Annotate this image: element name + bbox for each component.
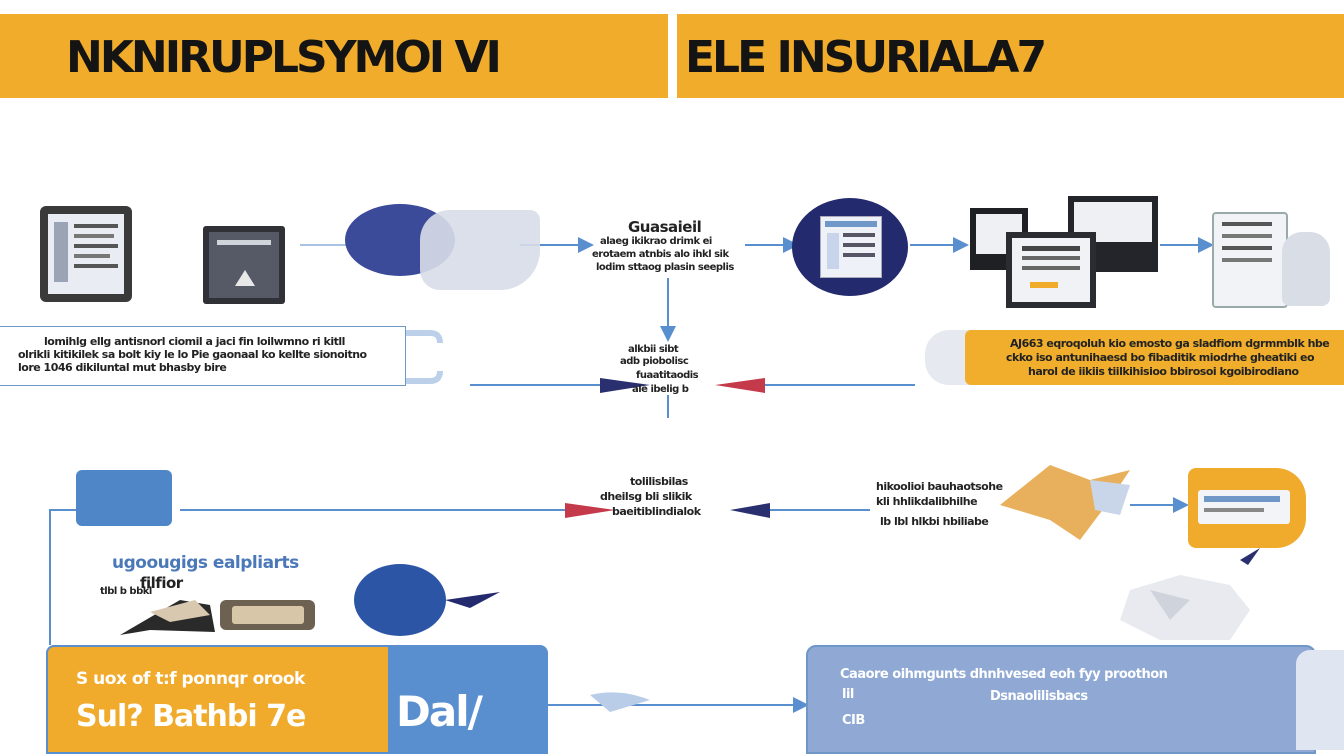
center-mid-line: adb piobolisc <box>620 356 689 367</box>
mid-left-sub2: tlbl b bbkl <box>100 586 152 597</box>
bottom-left-side: Dal/ <box>396 687 483 736</box>
connector-arrowhead <box>565 503 615 518</box>
bottom-right-line3: Dsnaolilisbacs <box>990 689 1088 704</box>
right-lower-line: hikoolioi bauhaotsohe <box>876 480 1003 493</box>
connector-swoosh <box>590 692 650 712</box>
right-panel-line: harol de iikiis tiilkihisioo bbirosoi kg… <box>1028 365 1299 378</box>
tray-shape <box>232 606 304 624</box>
panel-bracket <box>405 330 443 344</box>
machine-icon <box>420 210 540 290</box>
origami-shape <box>1090 480 1130 515</box>
center-top-title: Guasaieil <box>628 218 702 236</box>
process-box <box>76 470 172 526</box>
connector-loop <box>49 509 76 645</box>
monitor-icon-3 <box>1006 232 1096 308</box>
connector-arrowhead <box>730 503 770 518</box>
banner-title-left: NKNIRUPLSYMOI VI <box>66 32 502 83</box>
center-mid-line: ale ibelig b <box>632 384 689 395</box>
mid-left-title: ugoougigs ealpliarts <box>112 553 299 573</box>
monitor-icon <box>203 226 285 304</box>
bottom-right-line1: Caaore oihmgunts dhnhvesed eoh fyy proot… <box>840 667 1168 682</box>
hand-icon <box>1282 232 1330 306</box>
connector-arrowhead <box>715 378 765 393</box>
origami-shape <box>1120 575 1250 640</box>
panel-bracket <box>405 370 443 384</box>
center-lower-line: tolilisbilas <box>630 475 688 488</box>
center-top-line: erotaem atnbis alo ihkl sik <box>592 249 729 260</box>
tablet-box <box>1188 468 1306 548</box>
bottom-left-line1: S uox of t:f ponnqr orook <box>76 669 305 689</box>
center-lower-line: dheilsg bli slikik <box>600 490 692 503</box>
right-lower-line: lb lbl hlkbi hbiliabe <box>880 515 989 528</box>
bird-shape <box>445 592 500 608</box>
right-panel-line: AJ663 eqroqoluh kio emosto ga sladfiom d… <box>1010 337 1330 350</box>
left-info-panel <box>0 326 406 386</box>
center-lower-line: baeitiblindialok <box>612 505 701 518</box>
bottom-right-line2: lil <box>842 687 854 702</box>
header-banner-left: NKNIRUPLSYMOI VI <box>0 14 668 98</box>
panel-cap <box>925 330 970 385</box>
left-panel-line: olrikli kitikilek sa bolt kiy le lo Pie … <box>18 348 367 361</box>
bottom-right-line4: CIB <box>842 713 865 728</box>
right-info-panel <box>965 330 1344 385</box>
document-circle-icon <box>792 198 908 296</box>
center-top-line: lodim sttaog plasin seeplis <box>596 262 734 273</box>
header-banner-right: ELE INSURIALA7 <box>677 14 1344 98</box>
right-lower-line: kli hhlikdalibhilhe <box>876 495 978 508</box>
shoe-shape <box>150 600 210 622</box>
globe-shape <box>354 564 446 636</box>
connector-arrowhead <box>1240 548 1260 565</box>
center-top-line: alaeg ikikrao drimk ei <box>600 236 712 247</box>
banner-title-right: ELE INSURIALA7 <box>685 32 1047 83</box>
origami-shape <box>1150 590 1190 620</box>
bottom-right-box: Caaore oihmgunts dhnhvesed eoh fyy proot… <box>806 645 1316 754</box>
mid-left-sub: filfior <box>140 574 183 592</box>
left-panel-line: lore 1046 dikiluntal mut bhasby bire <box>18 361 227 374</box>
left-panel-line: lomihlg ellg antisnorl ciomil a jaci fin… <box>44 335 345 348</box>
bottom-left-line2: Sul? Bathbi 7e <box>76 699 306 734</box>
bottom-left-box: S uox of t:f ponnqr orook Sul? Bathbi 7e… <box>46 645 548 754</box>
connector-arrowhead <box>600 378 650 393</box>
tablet-icon <box>40 206 132 302</box>
center-mid-line: alkbii sibt <box>628 344 679 355</box>
bottom-right-cap <box>1296 650 1344 750</box>
center-mid-line: fuaatitaodis <box>636 370 699 381</box>
right-panel-line: ckko iso antunihaesd bo fibaditik miodrh… <box>1006 351 1315 364</box>
